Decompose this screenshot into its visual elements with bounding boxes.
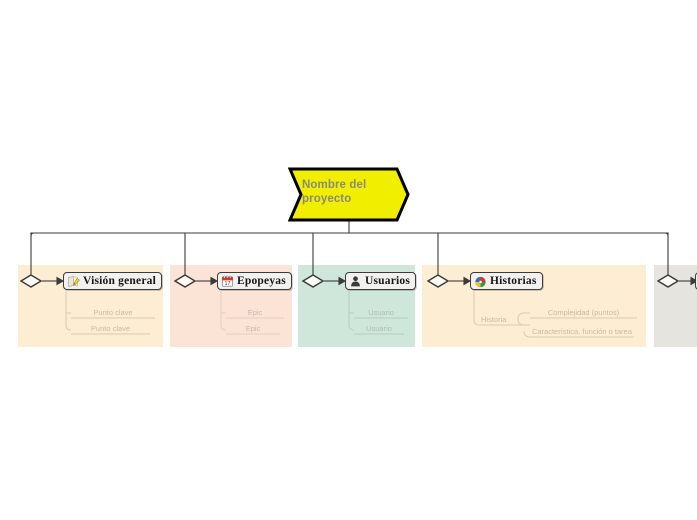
- branch-node-stories[interactable]: Historias: [470, 272, 543, 290]
- calendar-icon-day: 17: [225, 281, 231, 287]
- branch-node-label: Visión general: [83, 275, 156, 287]
- calendar-icon: 17: [221, 275, 234, 287]
- diamond-bullet-overview[interactable]: [20, 274, 42, 288]
- diamond-bullet-users[interactable]: [302, 274, 324, 288]
- branch-node-users[interactable]: Usuarios: [345, 272, 417, 290]
- root-node[interactable]: Nombre del proyecto: [288, 167, 410, 222]
- branch-node-label: Usuarios: [365, 275, 411, 287]
- diamond-bullet-epics[interactable]: [174, 274, 196, 288]
- subitem-epic-2[interactable]: Epic: [245, 324, 261, 333]
- branch-node-epics[interactable]: 17 Epopeyas: [217, 272, 292, 290]
- branch-node-label: Epopeyas: [237, 275, 286, 287]
- person-icon: [351, 275, 360, 286]
- subitem-caracteristica[interactable]: Característica, función o tarea: [531, 327, 633, 336]
- branch-node-overview[interactable]: Visión general: [63, 272, 162, 290]
- palette-icon: [475, 276, 486, 287]
- subitem-punto-clave-1[interactable]: Punto clave: [93, 308, 133, 317]
- subitem-punto-clave-2[interactable]: Punto clave: [90, 324, 131, 333]
- diamond-bullet-stories[interactable]: [427, 274, 449, 288]
- subitem-complejidad[interactable]: Complejidad (puntos): [547, 308, 620, 317]
- subitem-historia[interactable]: Historia: [481, 315, 507, 324]
- branch-node-label: Historias: [490, 275, 537, 287]
- subitem-usuario-1[interactable]: Usuario: [368, 308, 394, 317]
- diamond-bullet-extra[interactable]: [657, 274, 679, 288]
- subitem-epic-1[interactable]: Epic: [247, 308, 263, 317]
- subitem-usuario-2[interactable]: Usuario: [366, 324, 392, 333]
- root-node-shape: [288, 167, 410, 222]
- memo-icon: [68, 275, 80, 287]
- root-node-label: Nombre del proyecto: [302, 179, 367, 205]
